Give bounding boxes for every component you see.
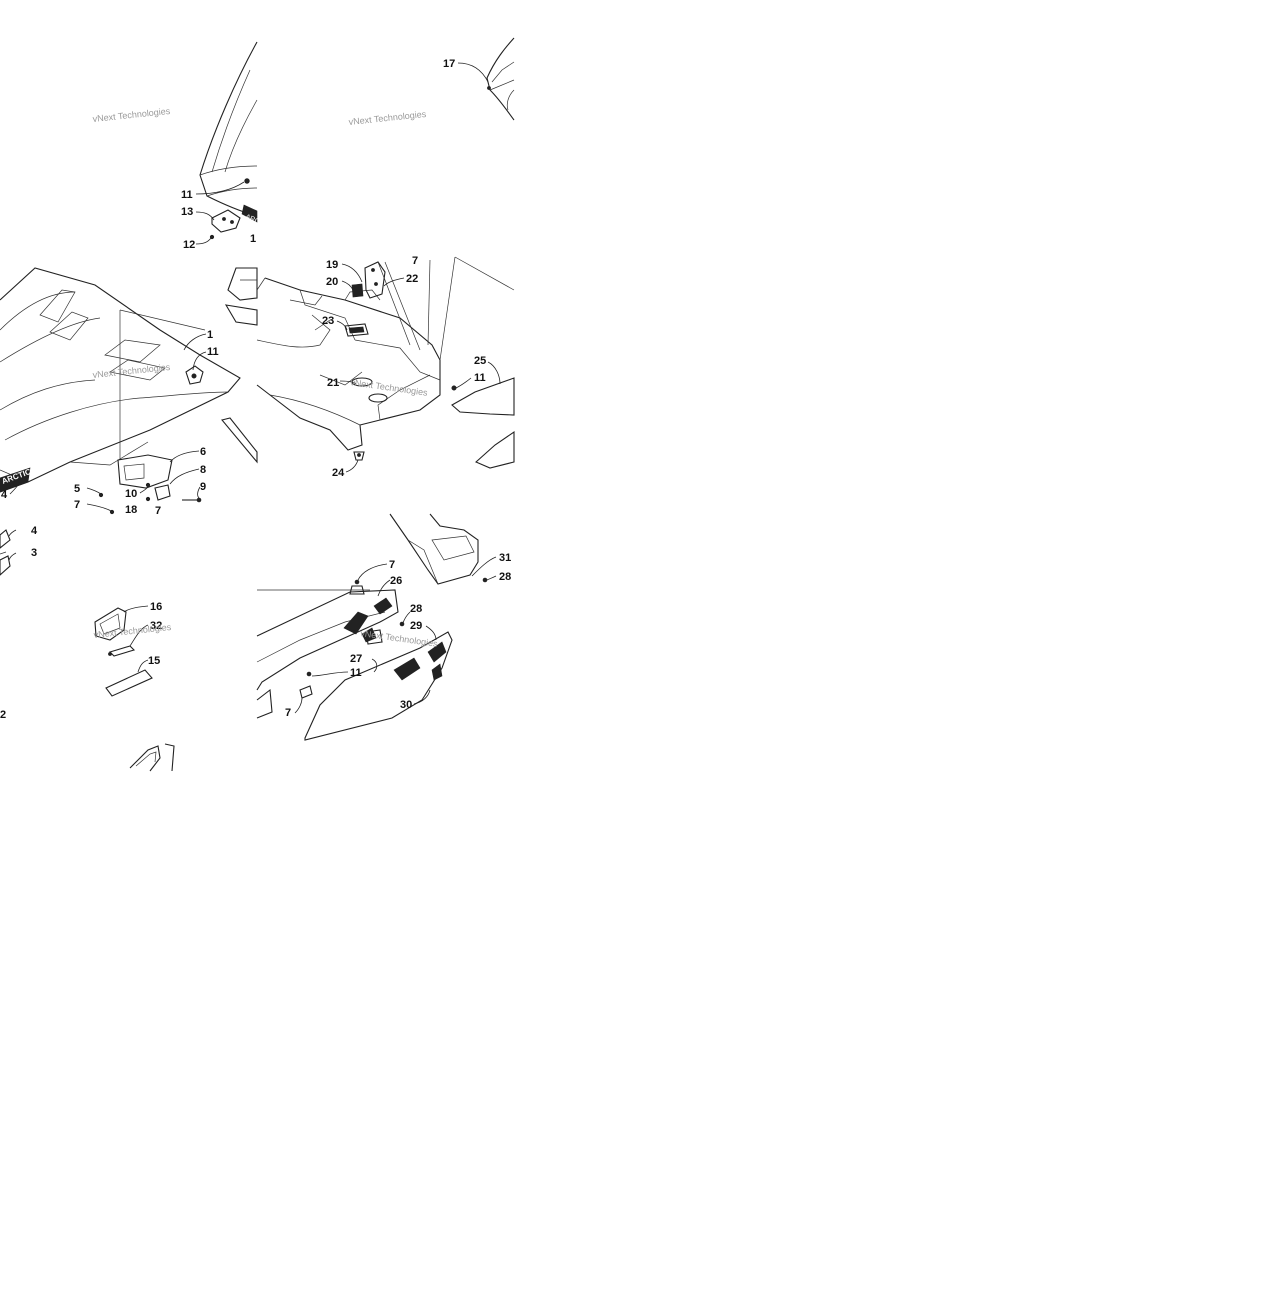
- console-tub-part: [256, 277, 441, 451]
- callout-4-hood: 4: [1, 489, 8, 501]
- callout-10: 10: [125, 488, 137, 500]
- pad-15-part: [105, 669, 153, 697]
- trim-strip-part: [221, 417, 258, 464]
- callout-32: 32: [150, 620, 162, 632]
- callout-31: 31: [499, 552, 511, 564]
- bolt-32-part: [108, 645, 136, 657]
- callout-7-hood: 7: [74, 499, 80, 511]
- callout-19: 19: [326, 259, 338, 271]
- callout-11-panel: 11: [350, 667, 362, 679]
- callout-1: 1: [207, 329, 213, 341]
- callout-15: 15: [148, 655, 160, 667]
- side-panel-25-part: [451, 377, 515, 469]
- hood-latch-part: [185, 365, 204, 385]
- callout-3: 3: [31, 547, 37, 559]
- grab-handle-part: [129, 743, 175, 772]
- watermark-4: vNext Technologies: [350, 377, 429, 398]
- bracket-16-part: [94, 607, 127, 641]
- callout-7-console: 7: [412, 255, 418, 267]
- fastener-24-part: [353, 451, 365, 461]
- watermark-3: vNext Technologies: [92, 362, 171, 380]
- bracket-6-part: [117, 454, 173, 489]
- callout-9: 9: [200, 481, 206, 493]
- side-vent-part: [224, 267, 258, 326]
- watermark-5: vNext Technologies: [93, 622, 172, 640]
- hood-part: ARCTIC CAT: [0, 267, 241, 493]
- windshield-part: ARC: [199, 41, 261, 226]
- support-lines: [377, 256, 515, 361]
- callout-22: 22: [406, 273, 418, 285]
- callout-7-lower: 7: [285, 707, 291, 719]
- callout-16: 16: [150, 601, 162, 613]
- callout-11-windshield: 11: [181, 189, 193, 201]
- callout-4-panel: 4: [31, 525, 38, 537]
- callout-26: 26: [390, 575, 402, 587]
- callout-21: 21: [327, 377, 339, 389]
- watermark-1: vNext Technologies: [92, 106, 171, 124]
- callout-8: 8: [200, 464, 206, 476]
- hood-reinforcement-lines: [69, 309, 206, 466]
- callout-2-partial: 2: [0, 709, 6, 721]
- side-panel-30-part: [304, 631, 453, 741]
- callout-7-panel: 7: [389, 559, 395, 571]
- callout-11-console: 11: [474, 372, 486, 384]
- callout-24: 24: [332, 467, 345, 479]
- callout-30: 30: [400, 699, 412, 711]
- callout-28-upper: 28: [499, 571, 511, 583]
- callout-23: 23: [322, 315, 334, 327]
- fasteners-panel: [299, 579, 405, 699]
- watermark-6: vNext Technologies: [360, 628, 439, 649]
- hardware-parts: [98, 482, 202, 515]
- side-panel-31-part: [389, 513, 488, 585]
- panel-3-4-part: [0, 529, 11, 576]
- callout-25: 25: [474, 355, 486, 367]
- callout-13: 13: [181, 206, 193, 218]
- callout-29: 29: [410, 620, 422, 632]
- callout-18: 18: [125, 504, 137, 516]
- callout-5: 5: [74, 483, 80, 495]
- callout-11-hood: 11: [207, 346, 219, 358]
- callout-27: 27: [350, 653, 362, 665]
- mount-bracket-part: [209, 178, 250, 240]
- side-panel-26-part: [256, 589, 399, 719]
- callout-28-lower: 28: [410, 603, 422, 615]
- callout-17: 17: [443, 58, 455, 70]
- callout-12-top: 12: [183, 239, 195, 251]
- hood-tip-decal: ARC: [244, 213, 260, 225]
- callout-20: 20: [326, 276, 338, 288]
- watermark-2: vNext Technologies: [348, 109, 427, 127]
- callout-6: 6: [200, 446, 206, 458]
- windshield-edge-part: [486, 37, 515, 121]
- callout-7-partial: 7: [155, 505, 161, 517]
- callout-14-partial: 1: [250, 233, 256, 245]
